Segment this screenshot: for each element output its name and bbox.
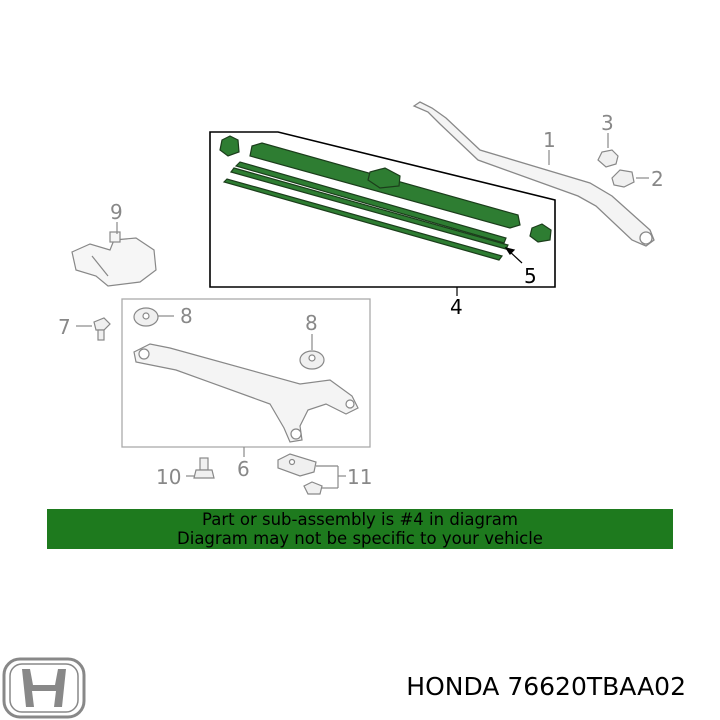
honda-logo-icon <box>2 657 86 719</box>
wiper-arm[interactable] <box>412 101 655 247</box>
grommet-a[interactable] <box>133 307 159 327</box>
callout-7: 7 <box>58 315 71 339</box>
info-banner: Part or sub-assembly is #4 in diagram Di… <box>47 509 673 549</box>
callout-6: 6 <box>237 457 250 481</box>
rubber-leader <box>504 247 523 264</box>
linkage-frame <box>121 298 371 448</box>
brand-part-number: HONDA 76620TBAA02 <box>406 672 686 701</box>
callout-4: 4 <box>450 295 463 319</box>
callout-1: 1 <box>543 128 556 152</box>
bolt-10[interactable] <box>193 457 215 479</box>
callout-10: 10 <box>156 465 181 489</box>
wiper-blade[interactable] <box>219 135 552 261</box>
callout-8b: 8 <box>305 311 318 335</box>
banner-line-2: Diagram may not be specific to your vehi… <box>177 529 543 548</box>
nut-cap[interactable] <box>597 149 619 168</box>
callout-3: 3 <box>601 111 614 135</box>
callout-9: 9 <box>110 200 123 224</box>
banner-line-1: Part or sub-assembly is #4 in diagram <box>202 510 518 529</box>
callout-5: 5 <box>524 264 537 288</box>
callout-2: 2 <box>651 167 664 191</box>
blade-assembly-frame <box>209 131 556 288</box>
wiper-motor[interactable] <box>71 231 157 287</box>
bracket-11[interactable] <box>277 453 323 495</box>
arm-cap[interactable] <box>611 169 635 188</box>
bracket-11-leader <box>316 465 346 489</box>
bolt-7[interactable] <box>93 317 111 341</box>
callout-11: 11 <box>347 465 372 489</box>
callout-8a: 8 <box>180 304 193 328</box>
wiper-linkage[interactable] <box>133 343 359 443</box>
grommet-b[interactable] <box>299 350 325 370</box>
